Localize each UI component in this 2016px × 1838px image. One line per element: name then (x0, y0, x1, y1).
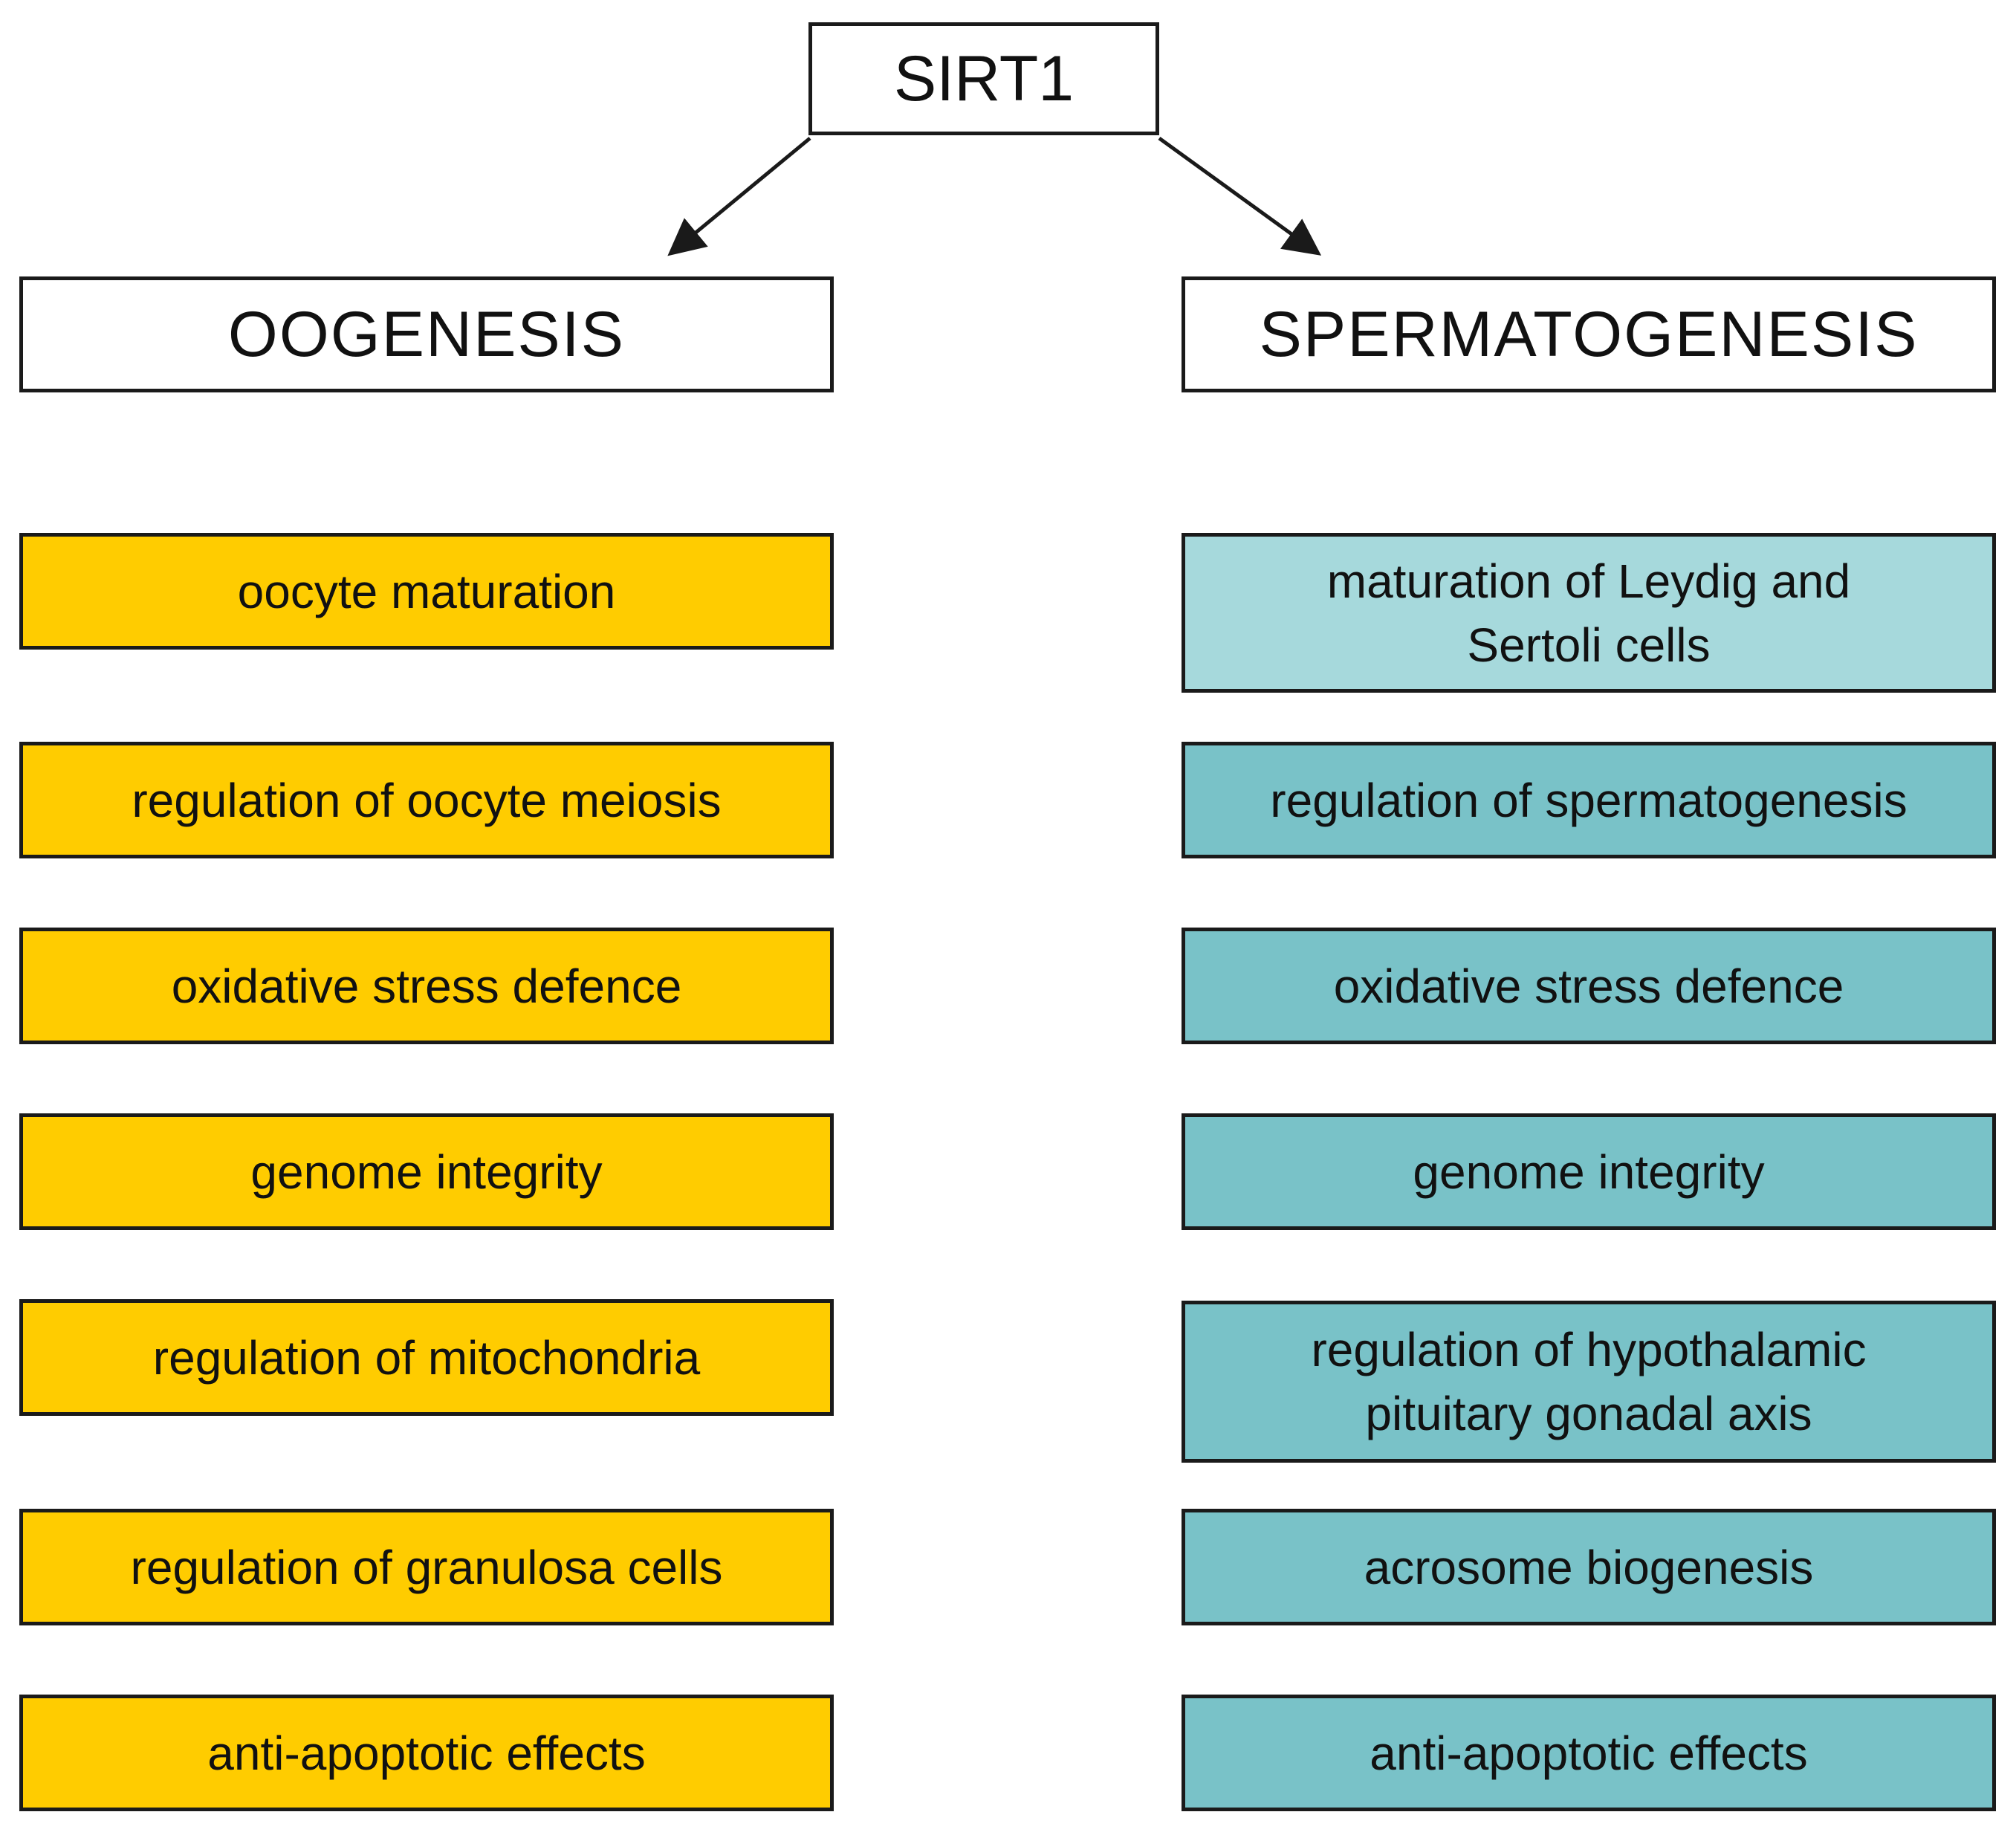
spermatogenesis-item-maturation-of-leydig-and-sertoli-cells: maturation of Leydig and Sertoli cells (1182, 533, 1996, 693)
spermatogenesis-item-label: anti-apoptotic effects (1370, 1726, 1808, 1780)
spermatogenesis-item-label: oxidative stress defence (1333, 959, 1844, 1013)
spermatogenesis-item-regulation-of-spermatogenesis: regulation of spermatogenesis (1182, 742, 1996, 858)
oogenesis-item-label: anti-apoptotic effects (207, 1726, 646, 1780)
spermatogenesis-item-anti-apoptotic-effects: anti-apoptotic effects (1182, 1695, 1996, 1811)
spermatogenesis-header: SPERMATOGENESIS (1182, 276, 1996, 392)
oogenesis-item-regulation-of-oocyte-meiosis: regulation of oocyte meiosis (19, 742, 834, 858)
oogenesis-item-label: genome integrity (250, 1145, 603, 1199)
sirt1-label: SIRT1 (893, 42, 1075, 114)
spermatogenesis-item-label: maturation of Leydig and Sertoli cells (1326, 554, 1851, 672)
oogenesis-item-anti-apoptotic-effects: anti-apoptotic effects (19, 1695, 834, 1811)
spermatogenesis-item-regulation-of-hypothalamic-pituitary-gonadal-axis: regulation of hypothalamic pituitary gon… (1182, 1301, 1996, 1463)
spermatogenesis-item-label: genome integrity (1413, 1145, 1765, 1199)
spermatogenesis-item-genome-integrity: genome integrity (1182, 1113, 1996, 1230)
spermatogenesis-item-acrosome-biogenesis: acrosome biogenesis (1182, 1509, 1996, 1625)
spermatogenesis-item-label: acrosome biogenesis (1364, 1540, 1814, 1594)
oogenesis-item-regulation-of-mitochondria: regulation of mitochondria (19, 1299, 834, 1416)
sirt1-node: SIRT1 (808, 22, 1159, 135)
spermatogenesis-title: SPERMATOGENESIS (1259, 298, 1919, 370)
spermatogenesis-item-label: regulation of hypothalamic pituitary gon… (1311, 1323, 1867, 1440)
arrow-to-spermatogenesis (1158, 136, 1322, 256)
oogenesis-item-oxidative-stress-defence: oxidative stress defence (19, 928, 834, 1044)
oogenesis-item-genome-integrity: genome integrity (19, 1113, 834, 1230)
oogenesis-header: OOGENESIS (19, 276, 834, 392)
spermatogenesis-item-oxidative-stress-defence: oxidative stress defence (1182, 928, 1996, 1044)
oogenesis-item-label: regulation of mitochondria (152, 1330, 701, 1385)
oogenesis-item-oocyte-maturation: oocyte maturation (19, 533, 834, 650)
spermatogenesis-item-label: regulation of spermatogenesis (1270, 773, 1908, 827)
arrow-to-oogenesis (667, 137, 811, 256)
oogenesis-title: OOGENESIS (227, 298, 626, 370)
oogenesis-item-label: oocyte maturation (237, 564, 616, 618)
oogenesis-item-label: regulation of oocyte meiosis (132, 773, 722, 827)
oogenesis-item-label: oxidative stress defence (171, 959, 682, 1013)
oogenesis-item-label: regulation of granulosa cells (130, 1540, 723, 1594)
oogenesis-item-regulation-of-granulosa-cells: regulation of granulosa cells (19, 1509, 834, 1625)
